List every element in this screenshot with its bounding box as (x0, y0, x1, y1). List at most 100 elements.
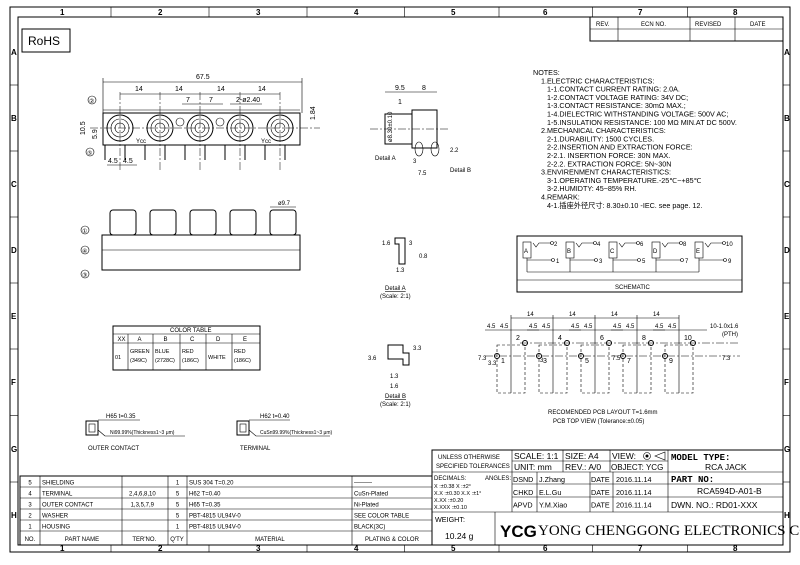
zone-row-label: D (11, 246, 17, 255)
zone-row-label: B (11, 114, 17, 123)
zone-row-label: B (784, 114, 790, 123)
schematic-letter: E (696, 249, 700, 255)
zone-row-label: H (11, 511, 17, 520)
bom-cell: H65 T=0.35 (189, 503, 221, 509)
detail-b-dim: 1.3 (390, 374, 399, 380)
outer-contact-plating: Ni99.99%(Thickness1~3 μm) (110, 430, 175, 436)
balloon-1: ① (82, 228, 87, 235)
jack-barrel (109, 209, 137, 236)
bom-cell: CuSn-Plated (354, 492, 388, 498)
pcb-dim-offset: 4.5 (487, 324, 496, 330)
note-line: 2-2.INSERTION AND EXTRACTION FORCE: (547, 143, 693, 152)
signoff-date: 2016.11.14 (616, 475, 651, 484)
terminal-base: H62 t=0.40 (260, 414, 290, 420)
dim-pin-a: 4.5 (108, 158, 118, 165)
zone-row-label: H (784, 511, 790, 520)
front-view: 67.5 14 14 14 14 7 7 2-ø2.40 10.5 5.9 1.… (80, 74, 320, 170)
color-table-header: B (164, 337, 168, 343)
dim-b: 8 (422, 85, 426, 92)
dim-pitch-4: 14 (258, 86, 266, 93)
color-table-cell: BLUE (155, 349, 170, 355)
pcb-dim-pitch: 14 (569, 312, 576, 318)
schematic-pin: 8 (683, 242, 687, 248)
note-line: 4-1.插座外径尺寸: 8.30±0.10 -IEC. see page. 12… (547, 201, 702, 210)
detail-b-dim: 3.3 (413, 346, 422, 352)
bom-cell: 5 (176, 514, 180, 520)
dim-pitch-2: 14 (175, 86, 183, 93)
pcb-pin-label: 7 (627, 358, 631, 365)
pcb-holes: 10-1.0x1.6 (710, 324, 739, 330)
note-line: 3-1.OPERATING TEMPERATURE.-25℃~+85℃ (547, 176, 702, 185)
zone-column-label: 5 (451, 8, 456, 17)
pcb-dim-pitch: 14 (653, 312, 660, 318)
zone-column-label: 4 (354, 544, 359, 553)
pcb-dim-offset: 4.5 (500, 324, 509, 330)
pcb-dim-pitch: 14 (611, 312, 618, 318)
outer-contact-callout: H65 t=0.35 Ni99.99%(Thickness1~3 μm) OUT… (85, 414, 185, 452)
model-type: RCA JACK (705, 462, 747, 472)
color-table-cell: (186C) (182, 358, 199, 364)
balloon-2: ② (89, 98, 94, 105)
dim-center: 5.9 (92, 129, 99, 139)
signoff-date-label: DATE (591, 475, 610, 484)
rohs-badge: RoHS (21, 28, 71, 53)
note-line: NOTES: (533, 68, 560, 77)
jack-barrel (189, 209, 217, 236)
pcb-dim-pitch: 14 (527, 312, 534, 318)
zone-row-label: D (784, 246, 790, 255)
bom-cell: 2,4,6,8,10 (129, 492, 156, 498)
dim-pin-b: 4.5 (123, 158, 133, 165)
zone-column-label: 4 (354, 8, 359, 17)
pcb-dim-offset: 4.5 (542, 324, 551, 330)
zone-row-label: F (11, 378, 16, 387)
bom-cell: HOUSING (42, 525, 70, 531)
dim-pitch-3: 14 (217, 86, 225, 93)
zone-column-label: 8 (733, 8, 738, 17)
bom-cell: WASHER (42, 514, 69, 520)
pcb-pin-label: 8 (642, 335, 646, 342)
jack-barrel (229, 209, 257, 236)
tolerance-line: X :±0.38 X :±2° (434, 484, 471, 490)
company-name: YONG CHENGGONG ELECTRONICS CO., LTD. (538, 523, 800, 539)
bom-cell: ——— (354, 481, 372, 487)
zone-row-label: G (784, 445, 790, 454)
pcb-dim-h3: 3 (540, 358, 544, 364)
schematic-pin: 3 (599, 259, 603, 265)
bom-header: PART NAME (65, 537, 99, 543)
jack-barrel (149, 209, 177, 236)
pcb-dim-h2: 3.3 (488, 361, 497, 367)
bom-cell: 5 (28, 481, 32, 487)
detail-b: 3.6 3.3 1.3 1.6 Detail B (Scale: 2:1) (368, 344, 422, 408)
signoff-role: DSND (513, 475, 533, 484)
color-table-cell: WHITE (208, 355, 226, 361)
schematic-pin: 1 (556, 259, 560, 265)
detail-b-dim: 3.6 (368, 356, 377, 362)
signoff-date-label: DATE (591, 501, 610, 510)
model-type-label: MODEL TYPE: (671, 453, 730, 463)
side-view: 9.5 8 1 ø8.30±0.10 3 7.5 2.2 Detail A De… (370, 85, 471, 177)
detail-b-callout: Detail B (450, 168, 471, 174)
detail-a-dim: 0.8 (419, 254, 428, 260)
pcb-caption-2: PCB TOP VIEW (Tolerance:±0.05) (553, 419, 644, 425)
color-table-header: C (190, 337, 195, 343)
color-table-cell: RED (234, 349, 246, 355)
schematic-pin: 2 (554, 242, 558, 248)
pcb-dim-offset: 4.5 (626, 324, 635, 330)
zone-column-label: 7 (638, 544, 643, 553)
pcb-pin-label: 3 (543, 358, 547, 365)
zone-column-label: 2 (158, 8, 163, 17)
part-no: RCA594D-A01-B (697, 486, 762, 496)
color-table-cell: 01 (115, 355, 121, 361)
bom-cell: 1,3,5,7,9 (131, 503, 155, 509)
zone-row-label: C (11, 180, 17, 189)
pcb-pin-label: 9 (669, 358, 673, 365)
zone-column-label: 5 (451, 544, 456, 553)
object: OBJECT: YCG (611, 463, 663, 472)
signoff-name: Y.M.Xiao (539, 501, 567, 510)
signoff-role: CHKD (513, 488, 533, 497)
detail-b-scale: (Scale: 2:1) (380, 402, 411, 408)
detail-a-dim: 1.3 (396, 268, 405, 274)
